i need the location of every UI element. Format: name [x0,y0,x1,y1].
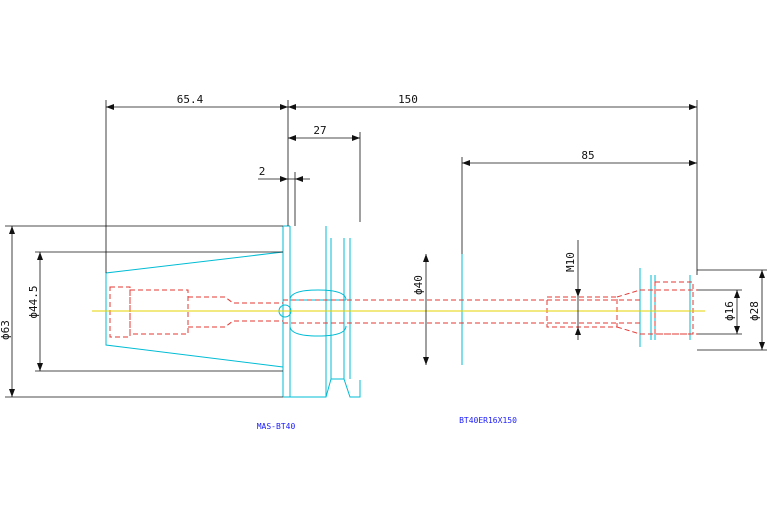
dim-150: 150 [398,93,418,106]
dim-85: 85 [581,149,594,162]
dim-phi28: ϕ28 [748,301,761,321]
dimension-arrows [9,104,765,397]
collet-seat-top [616,289,697,298]
pull-stud-thread [129,289,189,335]
dim-m10: M10 [564,252,577,272]
dim-phi63: ϕ63 [0,320,12,340]
pull-stud-bore [109,286,131,338]
taper-shank [105,251,284,368]
label-bt40er16x150: BT40ER16X150 [459,416,517,425]
dimension-lines [5,100,767,398]
dim-phi16: ϕ16 [723,301,736,321]
label-mas-bt40: MAS-BT40 [257,422,296,431]
dim-27: 27 [313,124,326,137]
dim-2: 2 [259,165,266,178]
bore-left-top [188,296,283,304]
m10-thread [546,296,618,328]
flange-outline [289,226,361,398]
collet-nut-area [654,281,694,335]
collet-seat-bottom [616,326,697,335]
dim-phi44-5: ϕ44.5 [27,285,40,318]
dim-phi40: ϕ40 [412,275,425,295]
hidden-lines [109,281,697,338]
dim-65-4: 65.4 [177,93,204,106]
drive-slot-arc [289,289,347,337]
bore-left-bottom [188,320,283,328]
